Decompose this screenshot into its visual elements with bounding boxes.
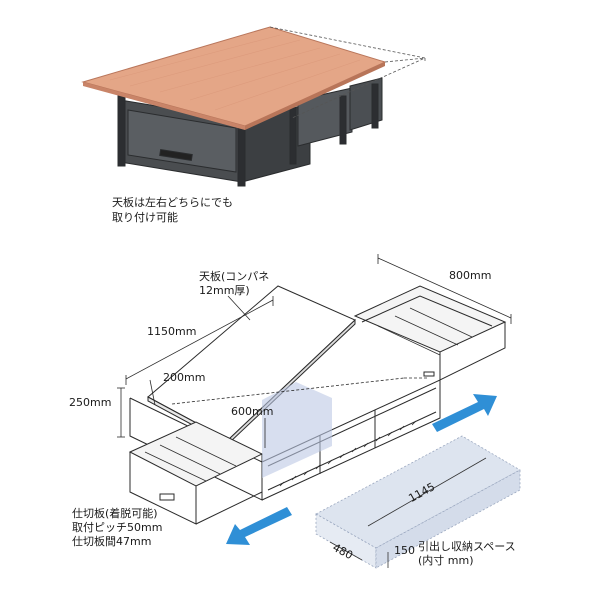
top-caption-line-1: 天板は左右どちらにでも — [112, 196, 233, 209]
pull-area-highlight — [262, 382, 332, 478]
divider-label-2: 取付ピッチ50mm — [72, 521, 163, 534]
wooden-top-board — [81, 26, 387, 130]
dim-250: 250mm — [69, 396, 112, 409]
box-dim-150: 150 — [394, 544, 415, 557]
dim-200: 200mm — [163, 371, 206, 384]
storage-label-1: 引出し収納スペース — [418, 540, 516, 553]
storage-space-box — [315, 435, 521, 569]
alt-board-outline — [269, 26, 427, 119]
top-board-label-1: 天板(コンパネ — [199, 270, 270, 283]
top-caption-line-2: 取り付け可能 — [112, 211, 178, 224]
top-board-label-2: 12mm厚) — [199, 284, 250, 297]
dimension-lines — [117, 254, 512, 448]
dim-800: 800mm — [449, 269, 492, 282]
storage-label-2: (内寸 mm) — [418, 554, 474, 567]
dim-600: 600mm — [231, 405, 274, 418]
divider-label-1: 仕切板(着脱可能) — [72, 507, 158, 520]
right-drawer — [353, 285, 507, 381]
pull-arrow-left — [226, 507, 292, 545]
divider-label-3: 仕切板間47mm — [72, 535, 152, 548]
pull-arrow-right — [432, 394, 497, 432]
dim-1150: 1150mm — [147, 325, 197, 338]
